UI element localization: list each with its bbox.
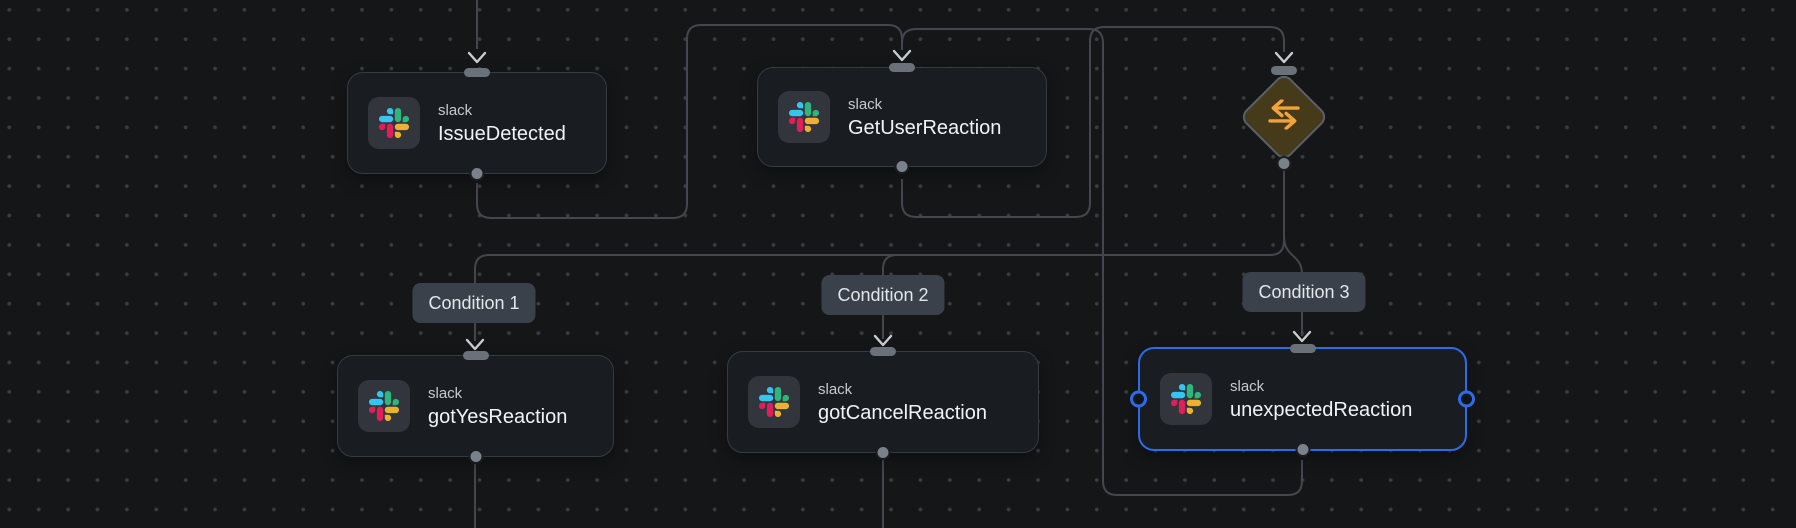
input-handle[interactable] xyxy=(889,63,915,72)
node-app-label: slack xyxy=(818,380,853,398)
arrowhead-icon xyxy=(873,334,893,347)
selection-handle-right[interactable] xyxy=(1458,390,1475,408)
condition-1-label[interactable]: Condition 1 xyxy=(412,283,536,323)
node-title: gotYesReaction xyxy=(428,405,568,428)
edge-issue-to-getuser[interactable] xyxy=(476,24,903,219)
node-got-cancel-reaction[interactable]: slack gotCancelReaction xyxy=(727,347,1039,460)
node-app-label: slack xyxy=(438,101,473,119)
output-handle[interactable] xyxy=(1295,442,1310,457)
input-handle[interactable] xyxy=(464,68,490,77)
edge-getuser-to-switch[interactable] xyxy=(901,26,1285,218)
node-get-user-reaction[interactable]: slack GetUserReaction xyxy=(757,63,1047,174)
node-app-label: slack xyxy=(1230,377,1265,395)
slack-icon xyxy=(1160,373,1212,425)
arrowhead-icon xyxy=(1292,330,1312,343)
arrowhead-icon xyxy=(1274,51,1294,64)
input-handle[interactable] xyxy=(1289,344,1316,353)
node-issue-detected[interactable]: slack IssueDetected xyxy=(347,68,607,181)
input-handle[interactable] xyxy=(1271,66,1297,75)
node-unexpected-reaction[interactable]: slack unexpectedReaction xyxy=(1130,344,1475,457)
output-handle[interactable] xyxy=(875,445,891,460)
output-handle[interactable] xyxy=(1276,156,1292,171)
edge-switch-to-condition1[interactable] xyxy=(474,170,1285,341)
node-title: IssueDetected xyxy=(438,122,566,145)
output-handle[interactable] xyxy=(469,166,485,181)
output-handle[interactable] xyxy=(468,449,483,464)
arrowhead-icon xyxy=(465,338,485,351)
slack-icon xyxy=(778,91,830,143)
arrowhead-icon xyxy=(467,51,487,64)
node-title: unexpectedReaction xyxy=(1230,398,1413,421)
slack-icon xyxy=(368,97,420,149)
node-got-yes-reaction[interactable]: slack gotYesReaction xyxy=(337,351,614,464)
node-title: gotCancelReaction xyxy=(818,401,987,424)
node-title: GetUserReaction xyxy=(848,116,1002,139)
node-app-label: slack xyxy=(848,95,883,113)
edge-switch-to-condition2[interactable] xyxy=(882,254,898,339)
edge-unexpected-to-getuser[interactable] xyxy=(901,28,1303,496)
input-handle[interactable] xyxy=(870,347,896,356)
node-app-label: slack xyxy=(428,384,463,402)
selection-handle-left[interactable] xyxy=(1130,390,1147,408)
swap-arrows-icon xyxy=(1266,98,1302,135)
slack-icon xyxy=(358,380,410,432)
condition-2-label[interactable]: Condition 2 xyxy=(821,275,945,315)
output-handle[interactable] xyxy=(894,159,910,174)
node-reaction-switch[interactable] xyxy=(1238,66,1330,171)
arrowhead-icon xyxy=(892,49,912,62)
condition-3-label[interactable]: Condition 3 xyxy=(1242,272,1366,312)
slack-icon xyxy=(748,376,800,428)
input-handle[interactable] xyxy=(462,351,489,360)
